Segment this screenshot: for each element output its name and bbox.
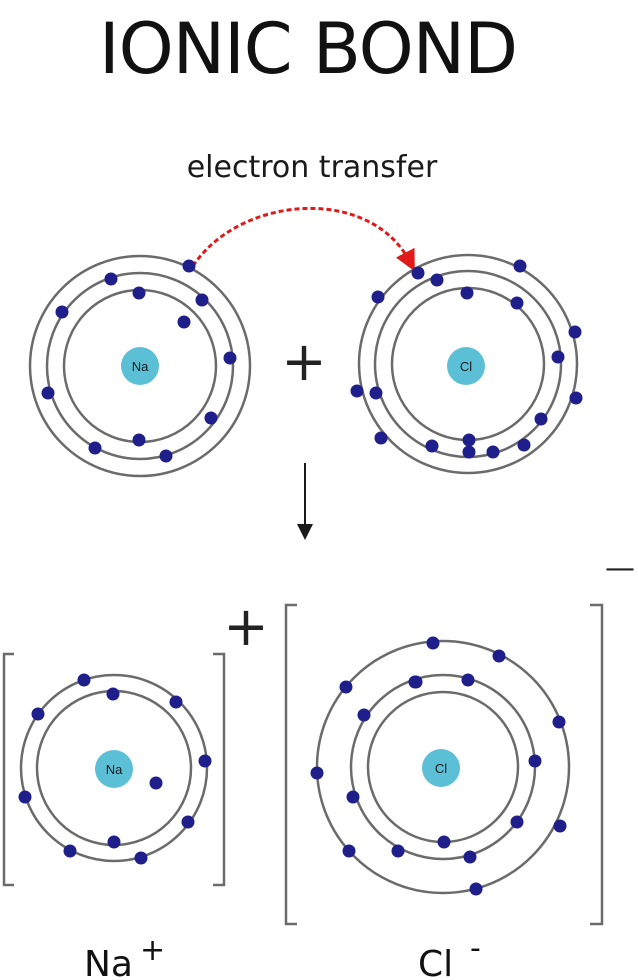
sodium-ion-bracket-charge: + [223, 595, 268, 658]
electron [104, 272, 118, 286]
electron [486, 445, 500, 459]
electron [391, 844, 405, 858]
sodium-nucleus [121, 347, 159, 385]
electron [357, 708, 371, 722]
electron [492, 649, 506, 663]
electron [463, 850, 477, 864]
electron [528, 754, 542, 768]
electron [342, 844, 356, 858]
electron [63, 844, 77, 858]
electron [18, 790, 32, 804]
sodium-ion-left-bracket [2, 652, 14, 887]
electron [132, 286, 146, 300]
electron [159, 449, 173, 463]
electron [425, 439, 439, 453]
page-title: IONIC BOND [99, 8, 517, 90]
electron [182, 259, 196, 273]
sodium-ion-label-charge: + [140, 933, 165, 968]
chlorine-nucleus-label: Cl [460, 359, 472, 374]
electron [462, 445, 476, 459]
electron [132, 433, 146, 447]
electron [310, 766, 324, 780]
sodium-ion-outer-shell [19, 673, 209, 863]
chlorine-ion: Cl — [284, 551, 635, 926]
electron [77, 673, 91, 687]
electron [553, 819, 567, 833]
electron [198, 754, 212, 768]
electron [374, 431, 388, 445]
electron [469, 882, 483, 896]
sodium-ion-electrons [18, 673, 212, 865]
chlorine-ion-label: Cl [418, 944, 453, 980]
plus-sign: + [281, 330, 326, 393]
sodium-ion-nucleus [95, 750, 133, 788]
electron [430, 273, 444, 287]
chlorine-ion-electrons [310, 636, 567, 896]
sodium-ion-nucleus-label: Na [106, 762, 123, 777]
electron [223, 351, 237, 365]
chlorine-ion-bracket-charge: — [605, 551, 635, 586]
sodium-nucleus-label: Na [132, 359, 149, 374]
electron-transfer-arrow-icon [191, 207, 415, 272]
electron [134, 851, 148, 865]
electron [107, 835, 121, 849]
sodium-electrons [41, 259, 237, 463]
chlorine-electrons [350, 259, 583, 459]
electron [41, 386, 55, 400]
electron [510, 815, 524, 829]
electron [408, 675, 422, 689]
electron [55, 305, 69, 319]
chlorine-ion-nucleus [422, 749, 460, 787]
electron [371, 290, 385, 304]
electron [195, 293, 209, 307]
electron-transfer-label: electron transfer [187, 150, 438, 185]
electron [513, 259, 527, 273]
sodium-middle-shell [45, 271, 235, 461]
electron [551, 350, 565, 364]
chlorine-outer-shell [357, 253, 579, 475]
electron [460, 286, 474, 300]
sodium-atom: Na [28, 254, 252, 478]
chlorine-atom: Cl [350, 253, 583, 475]
sodium-outer-shell [28, 254, 252, 478]
electron [426, 636, 440, 650]
chlorine-ion-right-bracket [590, 603, 604, 926]
electron [149, 776, 163, 790]
chlorine-ion-nucleus-label: Cl [435, 761, 447, 776]
electron [462, 433, 476, 447]
electron [204, 411, 218, 425]
sodium-ion-right-bracket [213, 652, 226, 887]
electron [552, 715, 566, 729]
chlorine-ion-left-bracket [284, 603, 297, 926]
electron [534, 412, 548, 426]
electron [510, 296, 524, 310]
electron [411, 266, 425, 280]
electron [169, 695, 183, 709]
electron [568, 325, 582, 339]
electron [339, 680, 353, 694]
electron [106, 687, 120, 701]
sodium-ion: Na + [2, 595, 269, 887]
electron [569, 391, 583, 405]
electron [369, 386, 383, 400]
sodium-ion-label: Na [84, 944, 133, 980]
electron [88, 441, 102, 455]
electron [31, 707, 45, 721]
chlorine-ion-label-charge: - [470, 931, 481, 966]
electron [346, 790, 360, 804]
electron [517, 438, 531, 452]
electron [461, 673, 475, 687]
electron [437, 835, 451, 849]
electron [350, 384, 364, 398]
electron [177, 315, 191, 329]
chlorine-nucleus [447, 347, 485, 385]
electron [181, 815, 195, 829]
